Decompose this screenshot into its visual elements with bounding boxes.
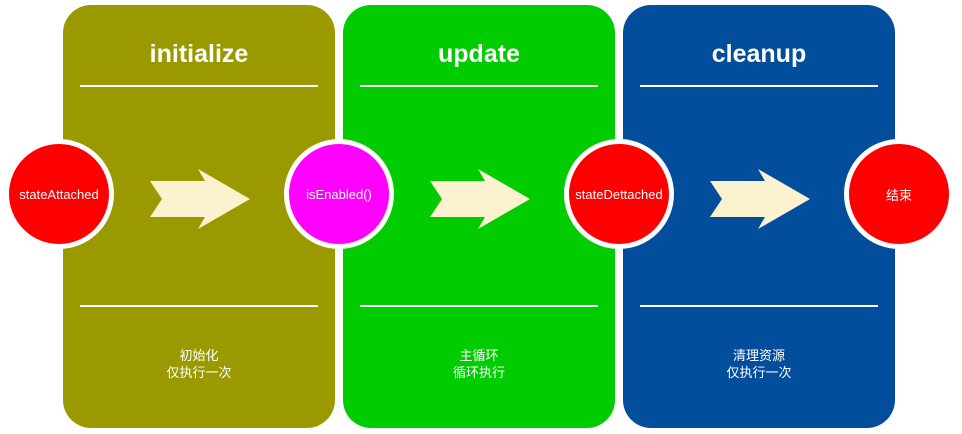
node-state-dettached: stateDettached: [564, 139, 674, 249]
node-label: isEnabled(): [306, 186, 372, 202]
divider: [640, 85, 878, 87]
node-label: stateAttached: [19, 186, 99, 202]
divider: [640, 305, 878, 307]
right-arrow-icon: [430, 169, 530, 229]
right-arrow-icon: [150, 169, 250, 229]
divider: [80, 305, 318, 307]
description-line: 主循环: [459, 349, 499, 364]
panel-title: cleanup: [711, 40, 807, 68]
description-line: 清理资源: [732, 349, 785, 364]
divider: [80, 85, 318, 87]
description-line: 仅执行一次: [166, 366, 232, 381]
right-arrow-icon: [710, 169, 810, 229]
divider: [360, 85, 598, 87]
description-line: 仅执行一次: [726, 366, 792, 381]
node-state-attached: stateAttached: [4, 139, 114, 249]
node-label: 结束: [885, 187, 912, 203]
panel-title: update: [438, 40, 520, 68]
panel-description: 清理资源 仅执行一次: [623, 348, 895, 382]
divider: [360, 305, 598, 307]
description-line: 循环执行: [452, 366, 505, 381]
node-is-enabled: isEnabled(): [284, 139, 394, 249]
description-line: 初始化: [179, 349, 219, 364]
node-end: 结束: [844, 139, 954, 249]
node-label: stateDettached: [575, 186, 663, 202]
panel-description: 主循环 循环执行: [343, 348, 615, 382]
panel-description: 初始化 仅执行一次: [63, 348, 335, 382]
panel-title: initialize: [149, 40, 249, 68]
